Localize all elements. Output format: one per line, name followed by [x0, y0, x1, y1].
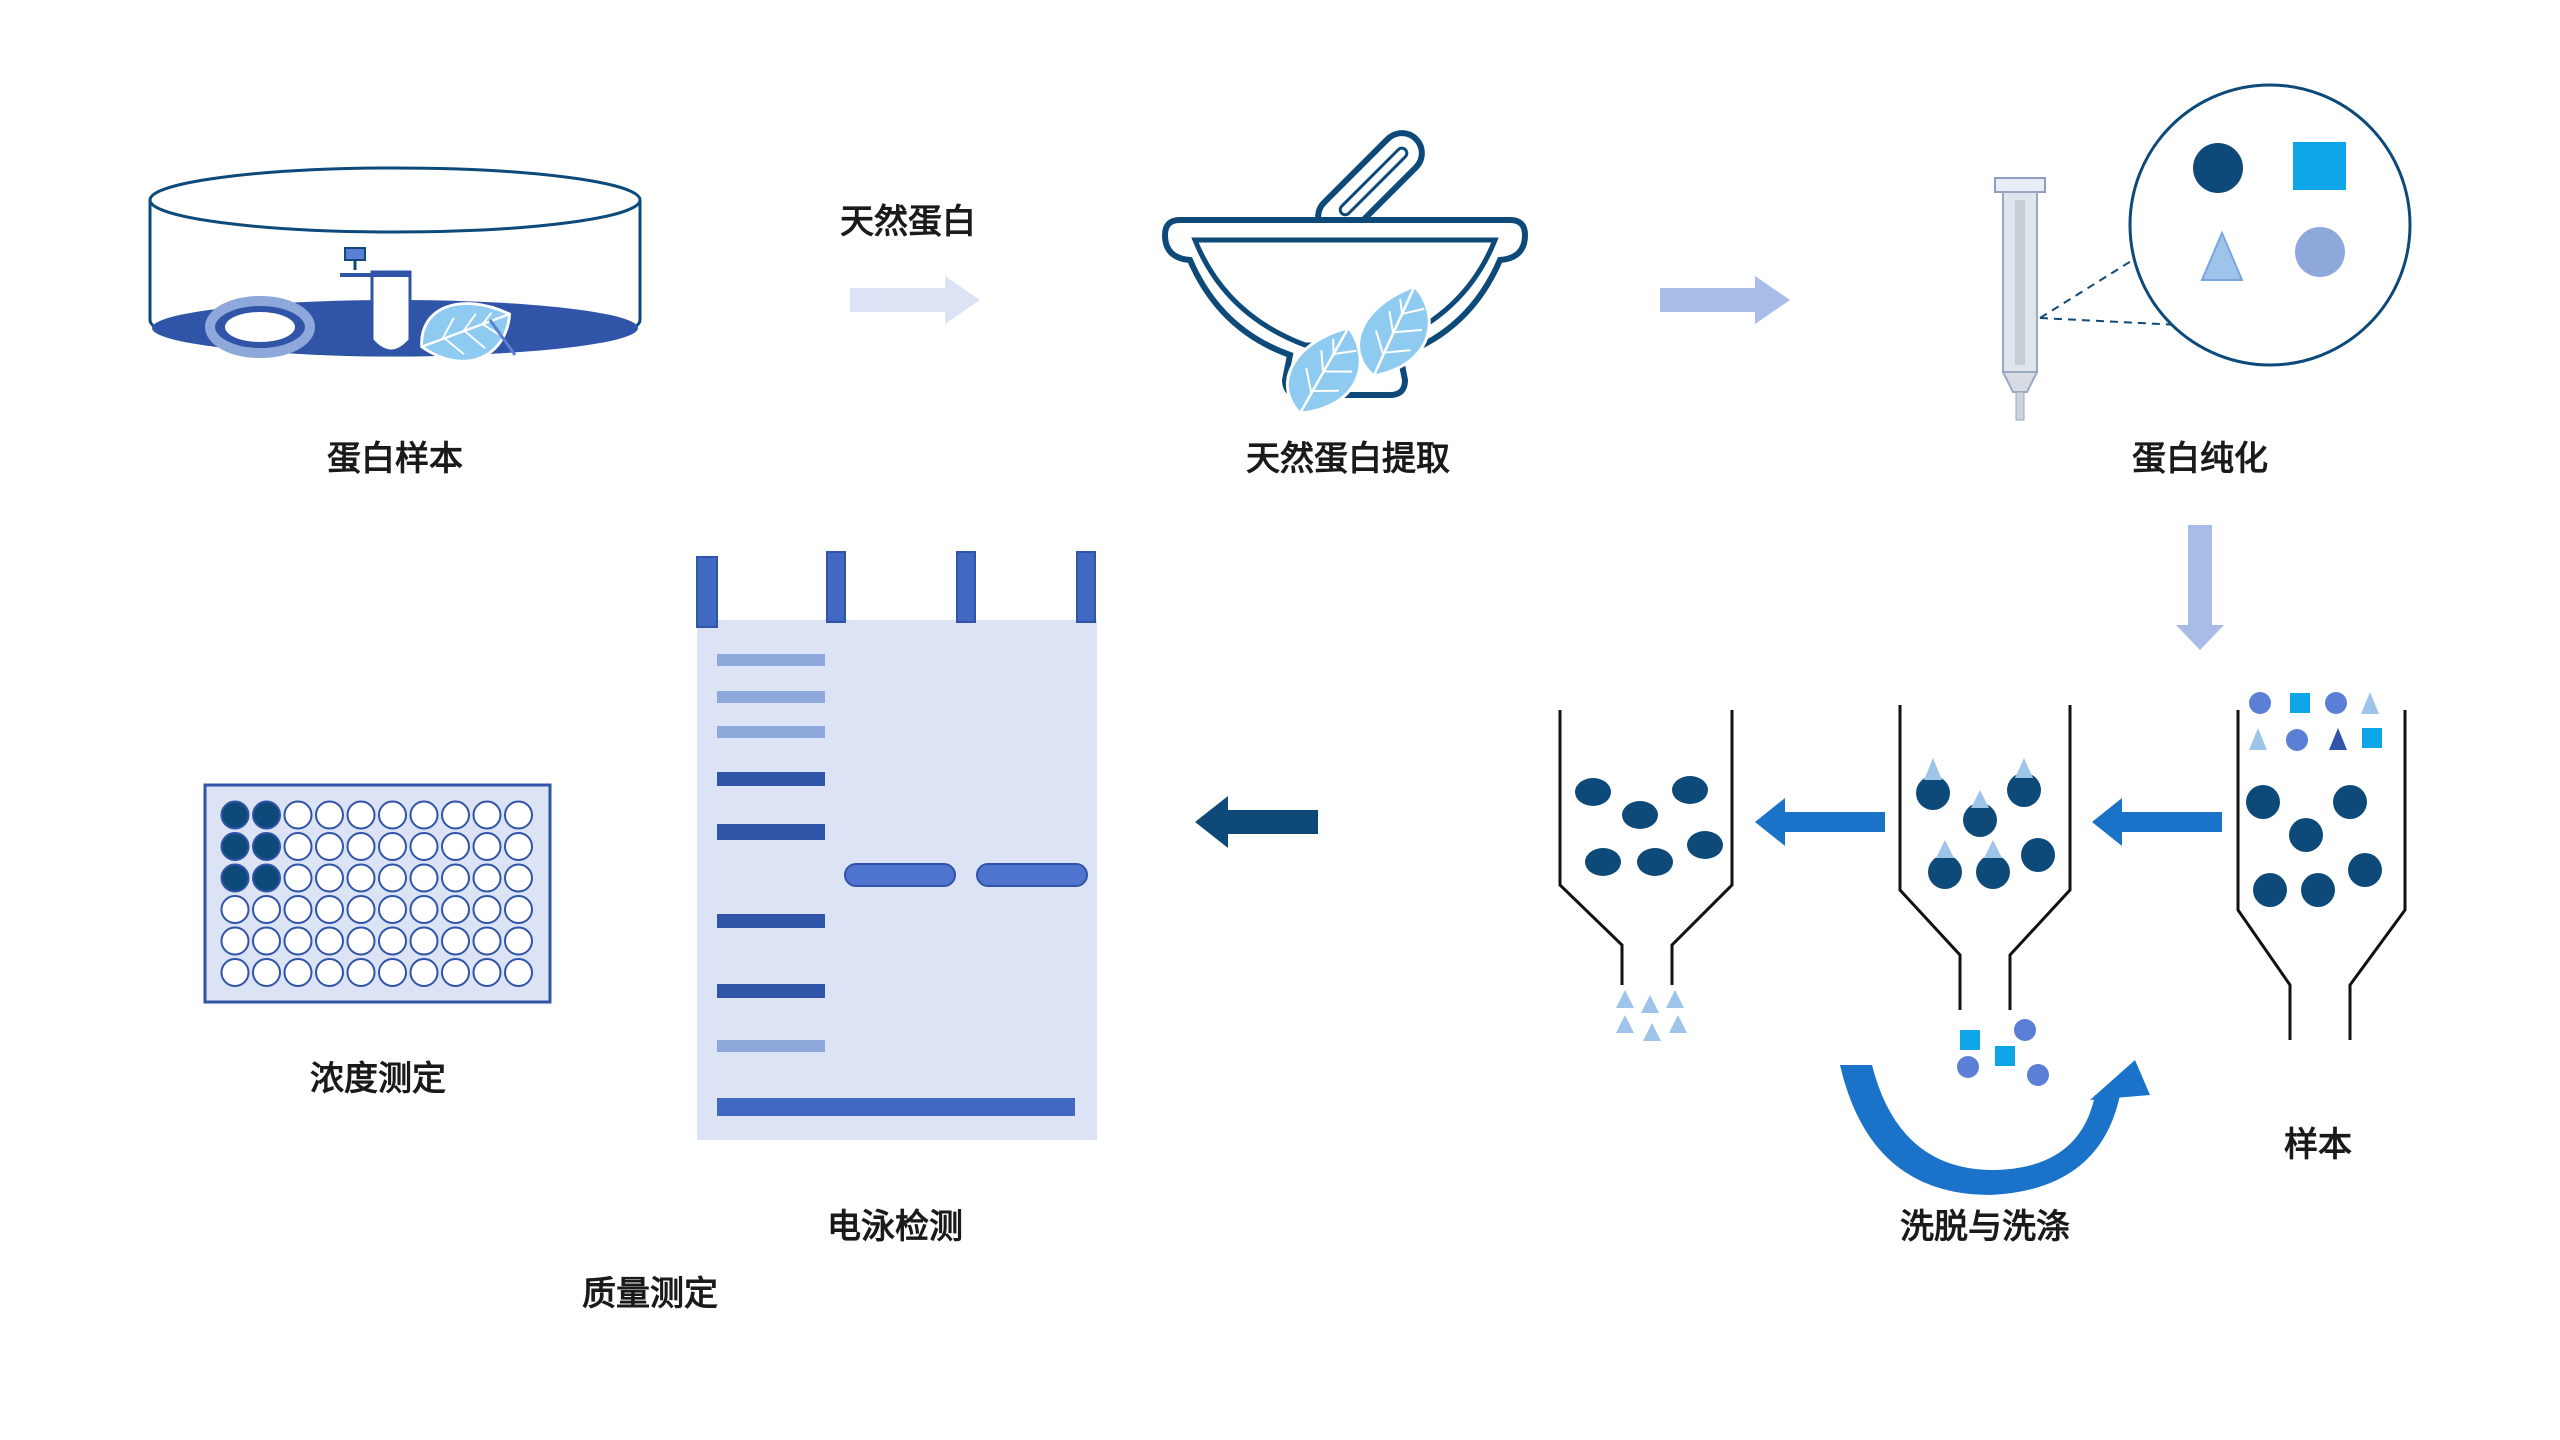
mortar-pestle-icon — [1161, 130, 1529, 423]
arrow-left-2 — [1755, 798, 1885, 846]
well-empty — [252, 958, 281, 987]
well-empty — [472, 863, 502, 893]
well-empty — [378, 926, 407, 956]
curved-arrow-icon — [1840, 1060, 2150, 1195]
well-empty — [220, 895, 250, 924]
well-empty — [441, 800, 470, 830]
well-empty — [283, 926, 313, 956]
well-empty — [378, 895, 407, 924]
well-empty — [504, 800, 533, 830]
label-quality-measurement: 质量测定 — [582, 1274, 718, 1314]
arrow-left-3 — [1195, 796, 1318, 848]
well-empty — [409, 832, 439, 861]
purification-column-icon — [1994, 83, 2412, 421]
well-empty — [378, 800, 407, 830]
funnel-elution-icon — [1558, 710, 1734, 1041]
well-empty — [220, 958, 250, 987]
well-empty — [346, 863, 376, 893]
well-empty — [346, 832, 376, 861]
funnel-sample-icon — [2236, 692, 2407, 1040]
well-empty — [409, 958, 439, 987]
well-empty — [346, 926, 376, 956]
well-filled — [252, 863, 281, 893]
well-empty — [315, 895, 344, 924]
well-empty — [409, 863, 439, 893]
well-filled — [220, 863, 250, 893]
well-filled — [252, 800, 281, 830]
well-empty — [441, 958, 470, 987]
well-empty — [504, 958, 533, 987]
well-empty — [472, 800, 502, 830]
label-elution-and-wash: 洗脱与洗涤 — [1900, 1207, 2070, 1247]
well-empty — [220, 926, 250, 956]
well-empty — [346, 895, 376, 924]
arrow-left-1 — [2092, 798, 2222, 846]
well-empty — [409, 800, 439, 830]
well-empty — [346, 958, 376, 987]
well-empty — [283, 800, 313, 830]
well-filled — [220, 800, 250, 830]
well-empty — [283, 895, 313, 924]
well-empty — [283, 958, 313, 987]
well-empty — [283, 832, 313, 861]
well-empty — [472, 832, 502, 861]
label-protein-sample: 蛋白样本 — [327, 439, 463, 479]
well-empty — [252, 926, 281, 956]
well-filled — [252, 832, 281, 861]
well-empty — [504, 926, 533, 956]
label-natural-protein-extraction: 天然蛋白提取 — [1246, 439, 1450, 479]
well-empty — [346, 800, 376, 830]
label-protein-purification: 蛋白纯化 — [2132, 439, 2268, 479]
well-empty — [472, 958, 502, 987]
well-empty — [472, 895, 502, 924]
well-empty — [472, 926, 502, 956]
label-concentration-measurement: 浓度测定 — [310, 1059, 446, 1099]
well-empty — [378, 958, 407, 987]
arrow-right-2 — [1660, 276, 1790, 324]
well-empty — [315, 958, 344, 987]
well-empty — [315, 832, 344, 861]
well-empty — [378, 832, 407, 861]
well-empty — [504, 863, 533, 893]
well-empty — [441, 895, 470, 924]
well-empty — [409, 895, 439, 924]
label-sample: 样本 — [2284, 1125, 2352, 1165]
well-empty — [441, 926, 470, 956]
well-empty — [252, 895, 281, 924]
label-electrophoresis-detection: 电泳检测 — [827, 1207, 963, 1247]
arrow-right-1 — [850, 276, 980, 324]
arrow-down — [2176, 525, 2224, 650]
well-filled — [220, 832, 250, 861]
well-empty — [504, 895, 533, 924]
well-empty — [504, 832, 533, 861]
well-empty — [441, 832, 470, 861]
well-empty — [315, 926, 344, 956]
label-natural-protein: 天然蛋白 — [840, 202, 976, 242]
well-empty — [409, 926, 439, 956]
well-empty — [283, 863, 313, 893]
well-empty — [378, 863, 407, 893]
well-empty — [315, 800, 344, 830]
well-plate-icon — [203, 783, 552, 1004]
electrophoresis-gel-icon — [696, 551, 1097, 1140]
funnel-binding-icon — [1898, 705, 2072, 1086]
well-empty — [315, 863, 344, 893]
well-empty — [441, 863, 470, 893]
petri-dish-icon — [148, 166, 642, 371]
